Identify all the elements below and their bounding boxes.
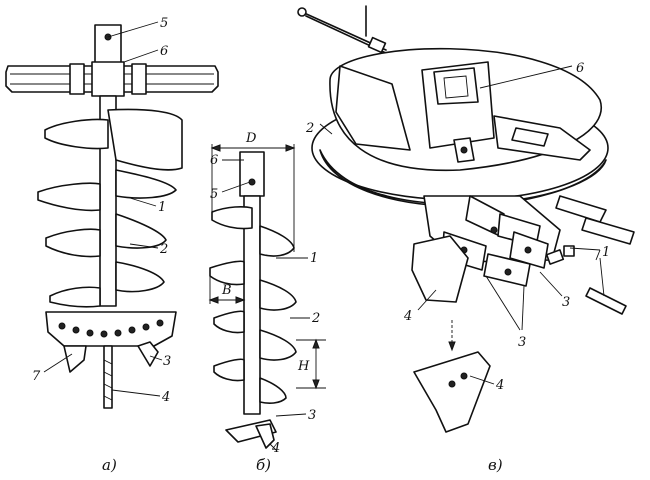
tooth-top [411,235,469,303]
label-c-3a: 3 [562,295,570,310]
panel-c-exploded-head: 6 2 1 3 3 4 4 в) [297,5,635,474]
label-c-3b: 3 [518,335,526,350]
central-hub [421,61,495,163]
label-c-1: 1 [602,245,610,260]
panel-b-labels: 6 5 1 2 3 4 [210,153,320,456]
label-b-4: 4 [271,441,280,456]
label-a-5: 5 [160,16,168,31]
label-c-6: 6 [576,61,584,76]
label-c-4b: 4 [495,378,504,393]
crossbar [5,61,219,97]
label-b-6: 6 [210,153,218,168]
pilot-bit [103,345,113,409]
label-a-1: 1 [158,200,166,215]
label-b-5: 5 [210,187,218,202]
label-b-2: 2 [311,311,320,326]
label-a-2: 2 [159,242,168,257]
fixing-bolts [545,245,627,315]
panel-b-auger: D B H 6 5 1 2 3 [208,131,326,474]
caption-a: а) [102,456,117,474]
label-a-4: 4 [161,390,170,405]
caption-c: в) [488,456,503,474]
label-c-2: 2 [305,121,314,136]
top-coupling [94,24,122,66]
dimension-D: D [210,131,296,252]
spiral-flights [209,206,297,404]
bolt-row [58,319,164,338]
side-blade [335,65,411,151]
label-c-4a: 4 [403,309,412,324]
panel-c-labels: 6 2 1 3 3 4 4 [305,61,610,393]
label-B: B [221,283,232,298]
spiral-flights [37,108,183,308]
dimension-B: B [208,272,246,304]
panel-a-auger: 5 6 1 2 3 7 4 а) [5,16,219,474]
top-coupling [239,151,265,197]
fastening-rods [297,5,421,85]
label-b-1: 1 [310,251,318,266]
caption-b: б) [256,456,271,474]
label-a-6: 6 [160,44,168,59]
cutting-head [45,311,177,373]
label-D: D [245,131,257,146]
dimension-H: H [296,338,326,390]
tooth-bottom [413,351,491,433]
label-a-3: 3 [163,354,171,369]
label-a-7: 7 [32,369,41,384]
panel-a-labels: 5 6 1 2 3 7 4 [32,16,171,405]
label-H: H [297,359,310,374]
label-b-3: 3 [308,408,316,423]
